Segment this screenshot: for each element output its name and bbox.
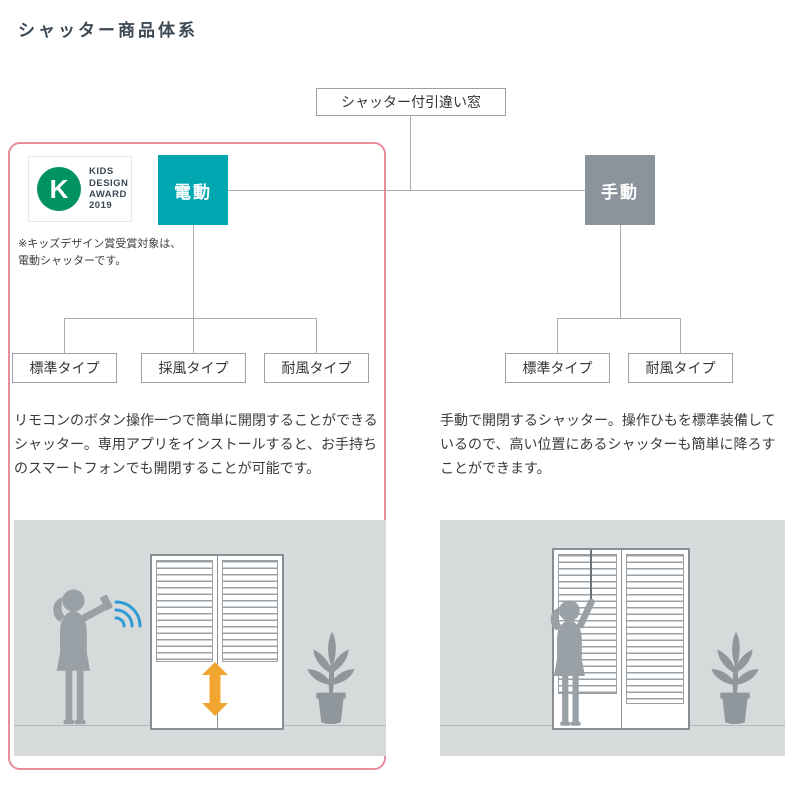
award-note: ※キッズデザイン賞受賞対象は、 電動シャッターです。 [18,238,182,268]
electric-type-windproof: 耐風タイプ [264,353,369,383]
manual-type-standard: 標準タイプ [505,353,610,383]
electric-illustration [14,520,386,756]
connector-electric-vertical [193,225,194,318]
potted-plant-silhouette [307,631,355,725]
connector-manual-drop-2 [680,318,681,353]
connector-manual-horizontal [557,318,681,319]
node-electric: 電動 [158,155,228,225]
electric-type-standard: 標準タイプ [12,353,117,383]
root-node-sliding-window: シャッター付引違い窓 [316,88,506,116]
electric-type-ventilation: 採風タイプ [141,353,246,383]
kids-design-award-logo-icon: K [37,167,81,211]
shutter-panel [152,556,218,728]
person-pulling-cord-silhouette [550,598,595,726]
shutter-louvers [156,560,213,662]
up-down-arrow-icon [202,662,228,716]
operating-cord [590,550,592,600]
wifi-signal-icon [114,600,142,628]
shutter-panel [218,556,283,728]
page-title: シャッター商品体系 [18,21,198,40]
connector-main-horizontal [228,190,585,191]
shutter-louvers [221,560,278,662]
manual-description: 手動で開閉するシャッター。操作ひもを標準装備しているので、高い位置にあるシャッタ… [440,412,776,477]
connector-root-vertical [410,116,411,190]
connector-manual-drop-1 [557,318,558,353]
kids-design-award-badge: K KIDS DESIGN AWARD 2019 [28,156,132,222]
node-manual: 手動 [585,155,655,225]
shutter-panel [622,550,689,728]
connector-electric-horizontal [64,318,317,319]
electric-description: リモコンのボタン操作一つで簡単に開閉することができるシャッター。専用アプリをイン… [14,412,378,477]
manual-illustration [440,520,785,756]
shutter-louvers [625,554,684,704]
person-with-smartphone-silhouette [53,589,113,725]
manual-type-windproof: 耐風タイプ [628,353,733,383]
electric-highlight-frame [8,142,386,770]
kids-design-award-text: KIDS DESIGN AWARD 2019 [89,166,129,212]
connector-electric-drop-2 [193,318,194,353]
connector-manual-vertical [620,225,621,318]
connector-electric-drop-3 [316,318,317,353]
potted-plant-silhouette [711,631,759,725]
connector-electric-drop-1 [64,318,65,353]
